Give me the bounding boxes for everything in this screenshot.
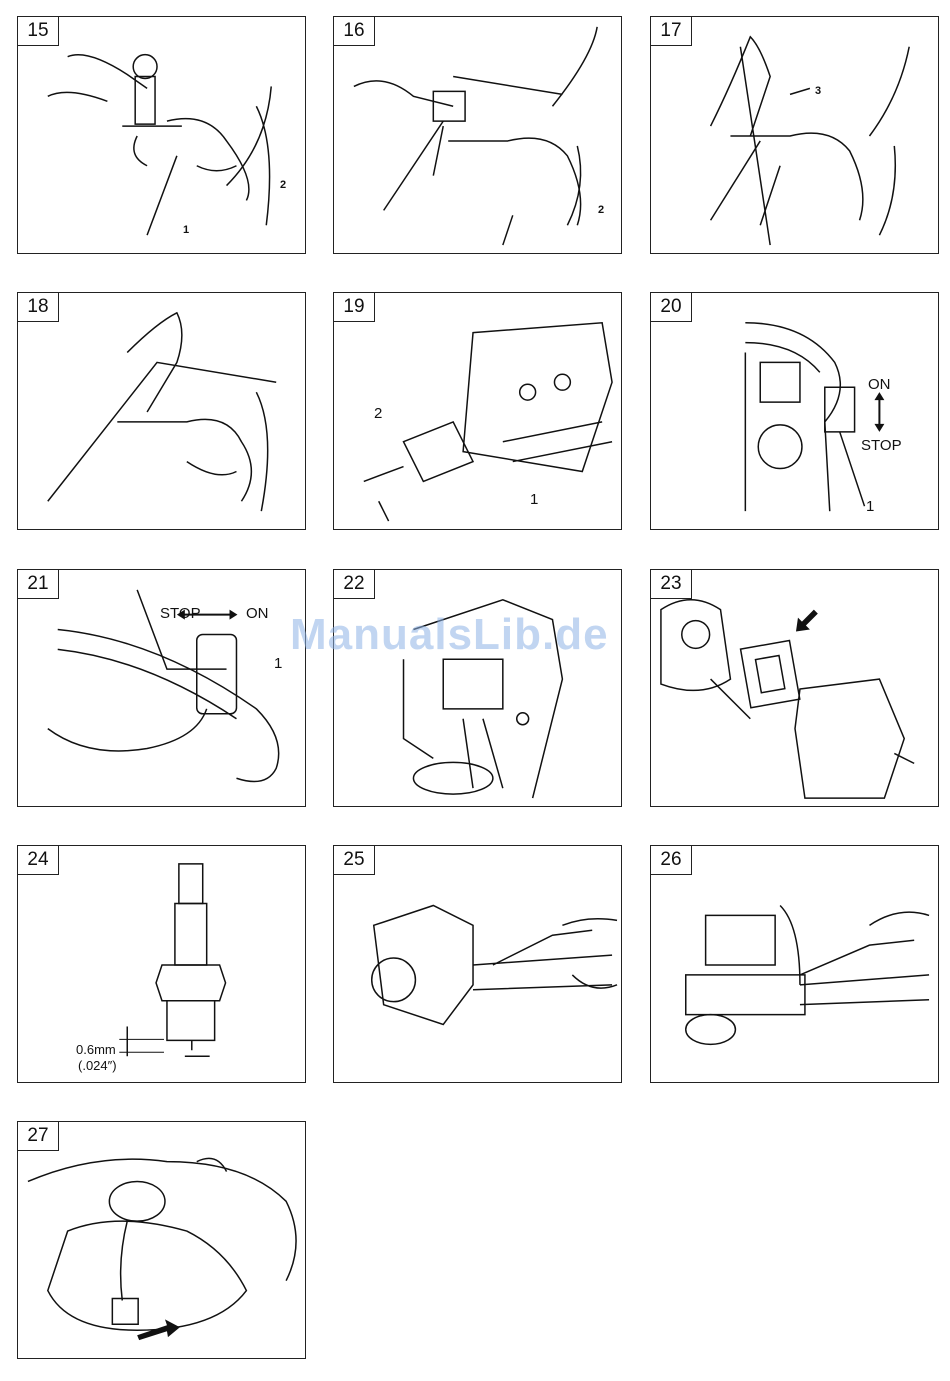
- figure-23: 23: [650, 569, 939, 807]
- figure-16: 16 2: [333, 16, 622, 254]
- label-stop: STOP: [861, 438, 902, 454]
- figure-21: 21 STOP ON 1: [17, 569, 306, 807]
- label-1: 1: [866, 499, 874, 515]
- label-2: 2: [280, 177, 286, 193]
- figure-number: 25: [334, 846, 375, 875]
- label-on: ON: [246, 606, 269, 622]
- figure-25: 25: [333, 845, 622, 1083]
- figure-number: 20: [651, 293, 692, 322]
- figure-18: 18: [17, 292, 306, 530]
- figure-number: 27: [18, 1122, 59, 1151]
- figure-22: 22: [333, 569, 622, 807]
- figure-number: 15: [18, 17, 59, 46]
- label-3: 3: [815, 83, 821, 99]
- label-2: 2: [374, 406, 382, 422]
- figure-number: 19: [334, 293, 375, 322]
- figure-number: 26: [651, 846, 692, 875]
- engine-carburetor-illustration: [334, 570, 621, 806]
- grease-gun-engine-illustration: [334, 846, 621, 1082]
- figure-19: 19 2 1: [333, 292, 622, 530]
- figure-27: 27: [17, 1121, 306, 1359]
- figure-number: 21: [18, 570, 59, 599]
- grease-gun-gear-illustration: [651, 846, 938, 1082]
- figure-number: 16: [334, 17, 375, 46]
- figure-17: 17 3: [650, 16, 939, 254]
- figure-number: 23: [651, 570, 692, 599]
- label-2: 2: [598, 202, 604, 218]
- figure-number: 17: [651, 17, 692, 46]
- figure-15: 15 1 2: [17, 16, 306, 254]
- figure-26: 26: [650, 845, 939, 1083]
- spanner-rotation-illustration: [18, 293, 305, 529]
- fuel-tank-filter-illustration: [18, 1122, 305, 1358]
- spark-plug-gap-illustration: [18, 846, 305, 1082]
- label-stop: STOP: [160, 606, 201, 622]
- figure-24: 24 0.6mm (.024″): [17, 845, 306, 1083]
- label-1: 1: [530, 492, 538, 508]
- figure-number: 22: [334, 570, 375, 599]
- gap-imperial: (.024″): [78, 1058, 117, 1074]
- figure-number: 18: [18, 293, 59, 322]
- air-filter-exploded-illustration: [651, 570, 938, 806]
- throttle-handle-switch-illustration: [651, 293, 938, 529]
- label-1: 1: [183, 222, 189, 238]
- gap-metric: 0.6mm: [76, 1042, 116, 1058]
- label-on: ON: [868, 377, 891, 393]
- trimmer-head-spanner-illustration: [651, 17, 938, 253]
- figure-20: 20 ON STOP 1: [650, 292, 939, 530]
- trimmer-head-wrench-illustration: [334, 17, 621, 253]
- label-1: 1: [274, 656, 282, 672]
- figure-number: 24: [18, 846, 59, 875]
- trimmer-head-hammer-illustration: [18, 17, 305, 253]
